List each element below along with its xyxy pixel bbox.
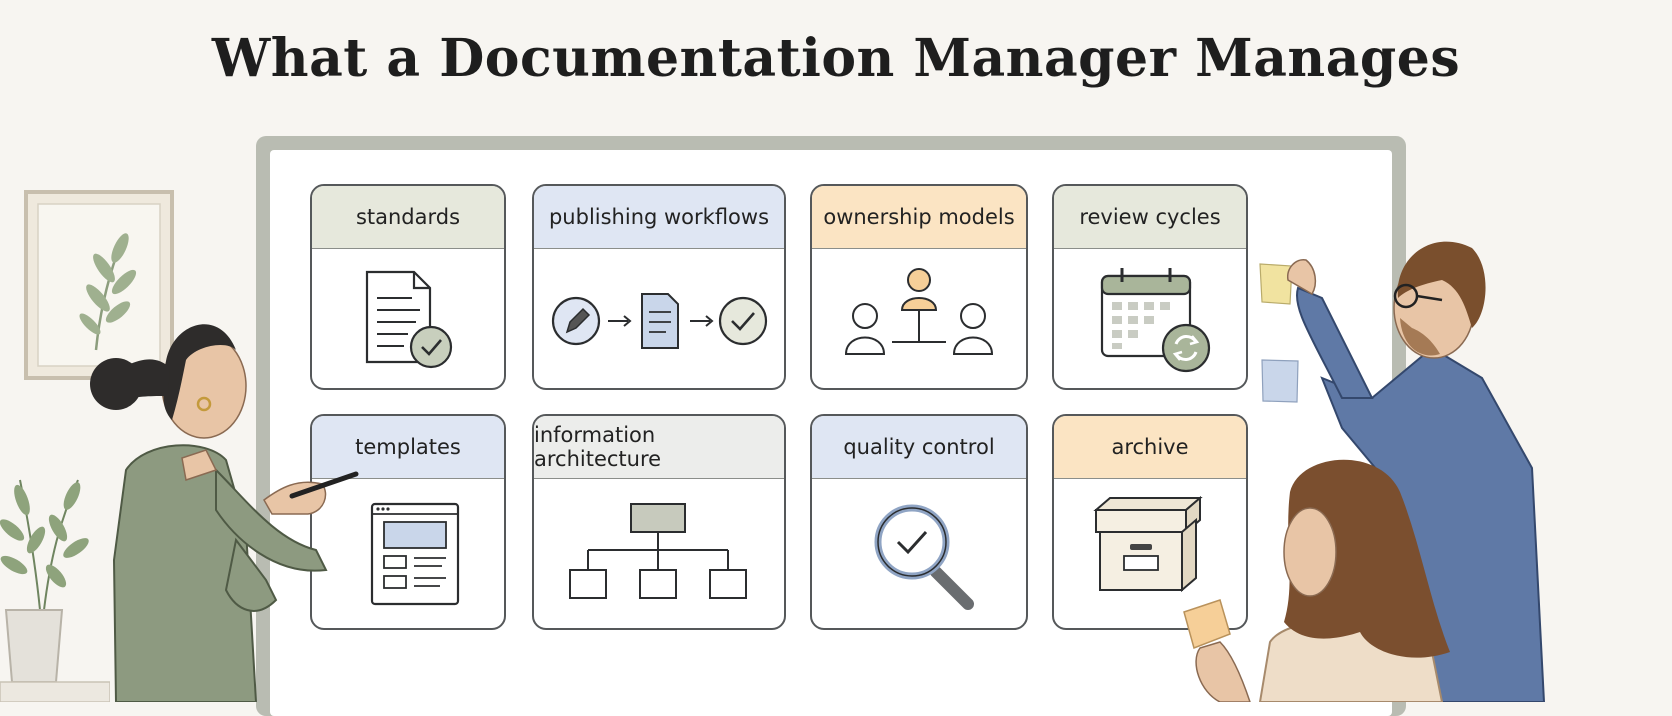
card-review-cycles-label: review cycles bbox=[1054, 186, 1246, 249]
sticky-note-blue bbox=[1260, 358, 1300, 404]
archive-box-icon bbox=[1093, 495, 1203, 593]
card-ownership-models-label: ownership models bbox=[812, 186, 1026, 249]
card-archive-label: archive bbox=[1054, 416, 1246, 479]
card-templates-label: templates bbox=[312, 416, 504, 479]
template-layout-icon bbox=[370, 502, 460, 606]
card-publishing-workflows-label: publishing workflows bbox=[534, 186, 784, 249]
woman-holding-sticky-note-illustration bbox=[1180, 452, 1480, 702]
document-check-icon bbox=[365, 270, 453, 369]
card-information-architecture: information architecture bbox=[532, 414, 786, 630]
publishing-flow-icon bbox=[551, 293, 768, 349]
card-standards-label: standards bbox=[312, 186, 504, 249]
card-review-cycles: review cycles bbox=[1052, 184, 1248, 390]
hierarchy-tree-icon bbox=[569, 503, 747, 599]
magnifier-check-icon bbox=[874, 504, 974, 610]
page-title: What a Documentation Manager Manages bbox=[211, 28, 1461, 89]
card-archive: archive bbox=[1052, 414, 1248, 630]
woman-with-marker-illustration bbox=[86, 300, 366, 702]
card-information-architecture-label: information architecture bbox=[534, 416, 784, 479]
card-ownership-models: ownership models bbox=[810, 184, 1028, 390]
potted-plant bbox=[0, 460, 110, 702]
org-people-icon bbox=[844, 268, 994, 355]
card-publishing-workflows: publishing workflows bbox=[532, 184, 786, 390]
card-standards: standards bbox=[310, 184, 506, 390]
calendar-cycle-icon bbox=[1100, 268, 1211, 373]
sticky-note-yellow bbox=[1258, 262, 1294, 306]
framed-plant-picture bbox=[24, 190, 174, 380]
card-quality-control: quality control bbox=[810, 414, 1028, 630]
man-placing-sticky-note-illustration bbox=[1282, 228, 1552, 702]
card-quality-control-label: quality control bbox=[812, 416, 1026, 479]
card-templates: templates bbox=[310, 414, 506, 630]
